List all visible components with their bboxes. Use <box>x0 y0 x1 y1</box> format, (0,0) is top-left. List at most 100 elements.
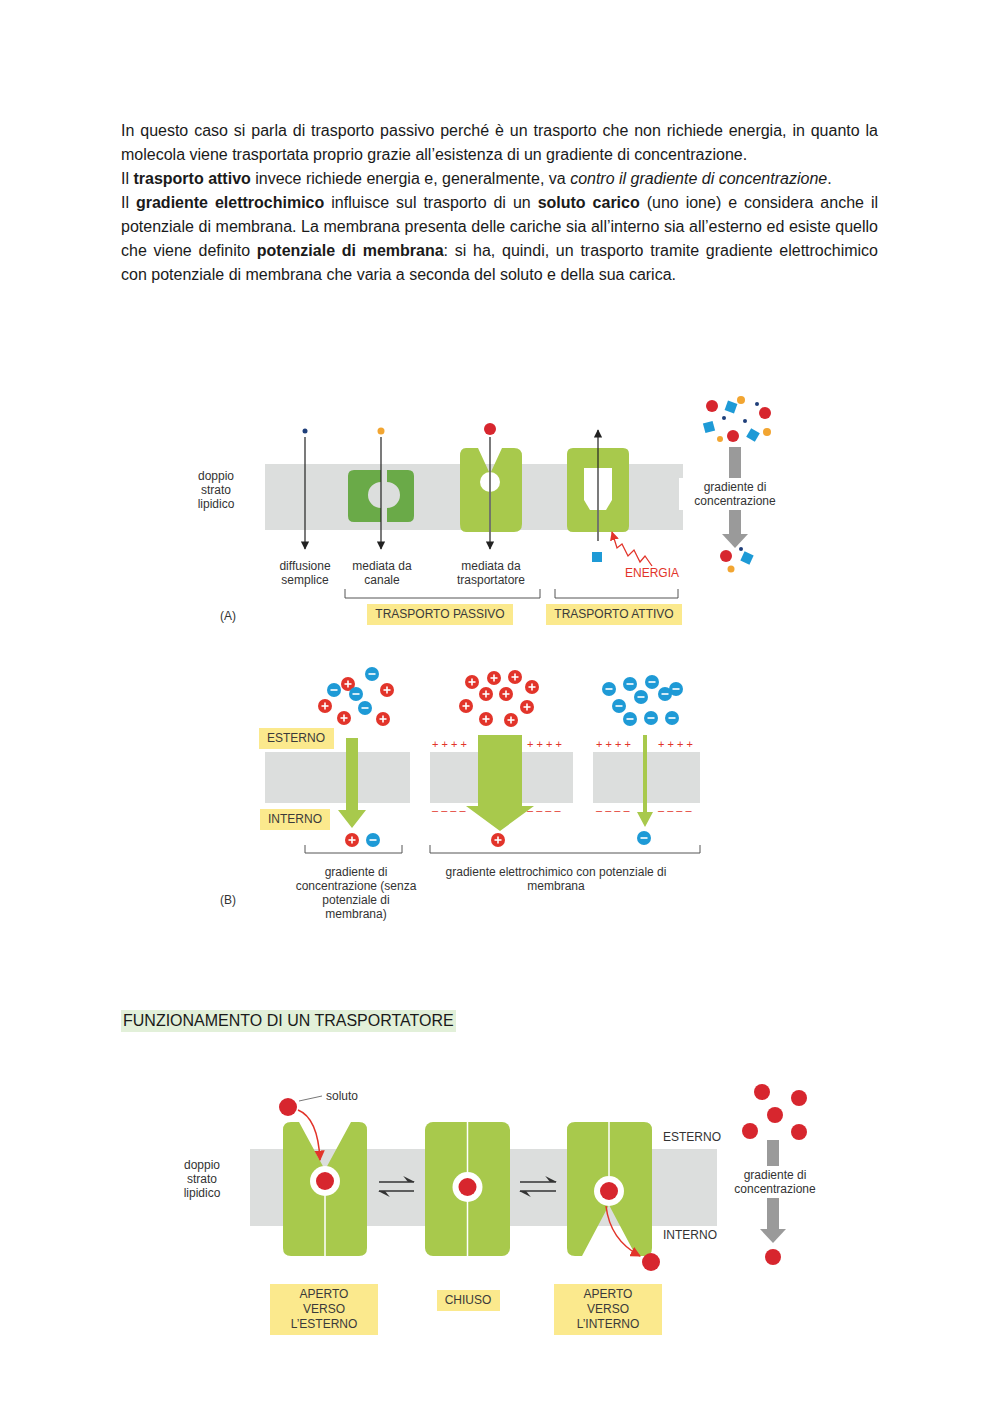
drawing-part <box>493 675 495 682</box>
drawing-part <box>739 547 743 551</box>
lipid-bilayer <box>265 752 410 803</box>
drawing-part <box>459 699 473 713</box>
drawing-part <box>379 1181 414 1183</box>
drawing-part <box>479 712 493 726</box>
drawing-part <box>602 682 616 696</box>
body-text: influisce sul trasporto di un <box>331 194 530 211</box>
solute <box>459 1178 477 1196</box>
body-text: In questo caso si parla di trasporto pas… <box>121 122 878 163</box>
drawing-part <box>453 1172 483 1202</box>
drawing-part <box>526 704 528 711</box>
drawing-part <box>318 699 332 713</box>
drawing-part <box>616 705 623 707</box>
drawing-part <box>703 421 715 433</box>
figure-label: (A) <box>220 609 236 623</box>
drawing-part <box>594 1176 624 1206</box>
figure-label: + + + + <box>658 737 693 751</box>
drawing-part <box>637 831 651 845</box>
figure-label: – – – – <box>596 803 630 817</box>
drawing-part <box>327 683 341 697</box>
box-text: INTERNO <box>267 812 323 827</box>
channel-protein <box>348 470 381 522</box>
solute <box>279 1098 297 1116</box>
bracket <box>345 589 540 598</box>
body-text: Il <box>121 194 129 211</box>
drawing-part <box>514 674 516 681</box>
drawing-part <box>520 700 534 714</box>
drawing-part <box>345 833 359 847</box>
drawing-part <box>644 711 658 725</box>
box-text: ESTERNO <box>266 731 327 746</box>
figure-label: – – – – <box>658 803 692 817</box>
drawing-part <box>298 1110 320 1160</box>
drawing-part <box>376 712 390 726</box>
drawing-part <box>623 712 637 726</box>
carrier-open-in <box>567 1122 652 1256</box>
drawing-part <box>504 713 518 727</box>
drawing-part <box>759 407 771 419</box>
figure-label: gradiente di concentrazione <box>719 1166 831 1198</box>
carrier-closed <box>425 1122 510 1256</box>
flow-arrow <box>304 437 305 549</box>
drawing-part <box>727 430 739 442</box>
drawing-part <box>479 687 493 701</box>
drawing-part <box>327 683 341 697</box>
drawing-part <box>606 688 613 690</box>
box-text: TRASPORTO PASSIVO <box>374 607 506 622</box>
drawing-part <box>765 1249 781 1265</box>
drawing-part <box>505 691 507 698</box>
gradient-arrow <box>466 735 534 831</box>
paragraph: Il trasporto attivo invece richiede ener… <box>121 167 878 191</box>
figure-label: INTERNO <box>663 1228 717 1242</box>
drawing-part <box>491 833 505 847</box>
drawing-part <box>351 837 353 844</box>
drawing-part <box>740 551 753 564</box>
box-text: APERTO VERSO L’ESTERNO <box>277 1287 371 1332</box>
drawing-part <box>602 682 616 696</box>
drawing-part <box>623 677 637 691</box>
drawing-part <box>649 681 656 683</box>
drawing-part <box>365 667 379 681</box>
italic-text: contro il gradiente di concentrazione <box>570 170 827 187</box>
drawing-part <box>638 696 645 698</box>
text-block: In questo caso si parla di trasporto pas… <box>121 119 878 287</box>
drawing-part <box>612 699 626 713</box>
paragraph: In questo caso si parla di trasporto pas… <box>121 119 878 167</box>
drawing-part <box>627 683 634 685</box>
drawing-part <box>627 718 634 720</box>
bold-text: potenziale di membrana <box>257 242 444 259</box>
drawing-part <box>353 693 360 695</box>
label-box: ESTERNO <box>259 728 334 749</box>
figure-label: ENERGIA <box>625 566 679 580</box>
drawing-part <box>665 711 679 725</box>
drawing-part <box>612 699 626 713</box>
solute <box>316 1172 334 1190</box>
flow-arrow <box>597 430 598 541</box>
drawing-part <box>669 682 683 696</box>
drawing-part <box>728 566 735 573</box>
drawing-part <box>742 1123 758 1139</box>
figure-label: gradiente di concentrazione <box>679 478 791 510</box>
drawing-part <box>520 1181 556 1183</box>
drawing-part <box>508 670 522 684</box>
drawing-part <box>337 711 351 725</box>
drawing-part <box>746 428 760 442</box>
label-box: APERTO VERSO L’ESTERNO <box>270 1284 378 1335</box>
figure-label: soluto <box>326 1089 358 1103</box>
drawing-part <box>471 679 473 686</box>
carrier-open-out <box>283 1122 367 1256</box>
drawing-part <box>722 416 726 420</box>
bracket <box>430 845 700 853</box>
figure-label: doppio strato lipidico <box>175 1158 229 1200</box>
channel-protein <box>387 470 414 522</box>
figure-label: diffusione semplice <box>264 559 346 587</box>
drawing-part <box>669 717 676 719</box>
ions <box>318 667 683 847</box>
drawing-part <box>755 402 759 406</box>
drawing-part <box>358 701 372 715</box>
drawing-part <box>623 677 637 691</box>
drawing-part <box>531 684 533 691</box>
drawing-part <box>331 689 338 691</box>
drawing-part <box>358 701 372 715</box>
